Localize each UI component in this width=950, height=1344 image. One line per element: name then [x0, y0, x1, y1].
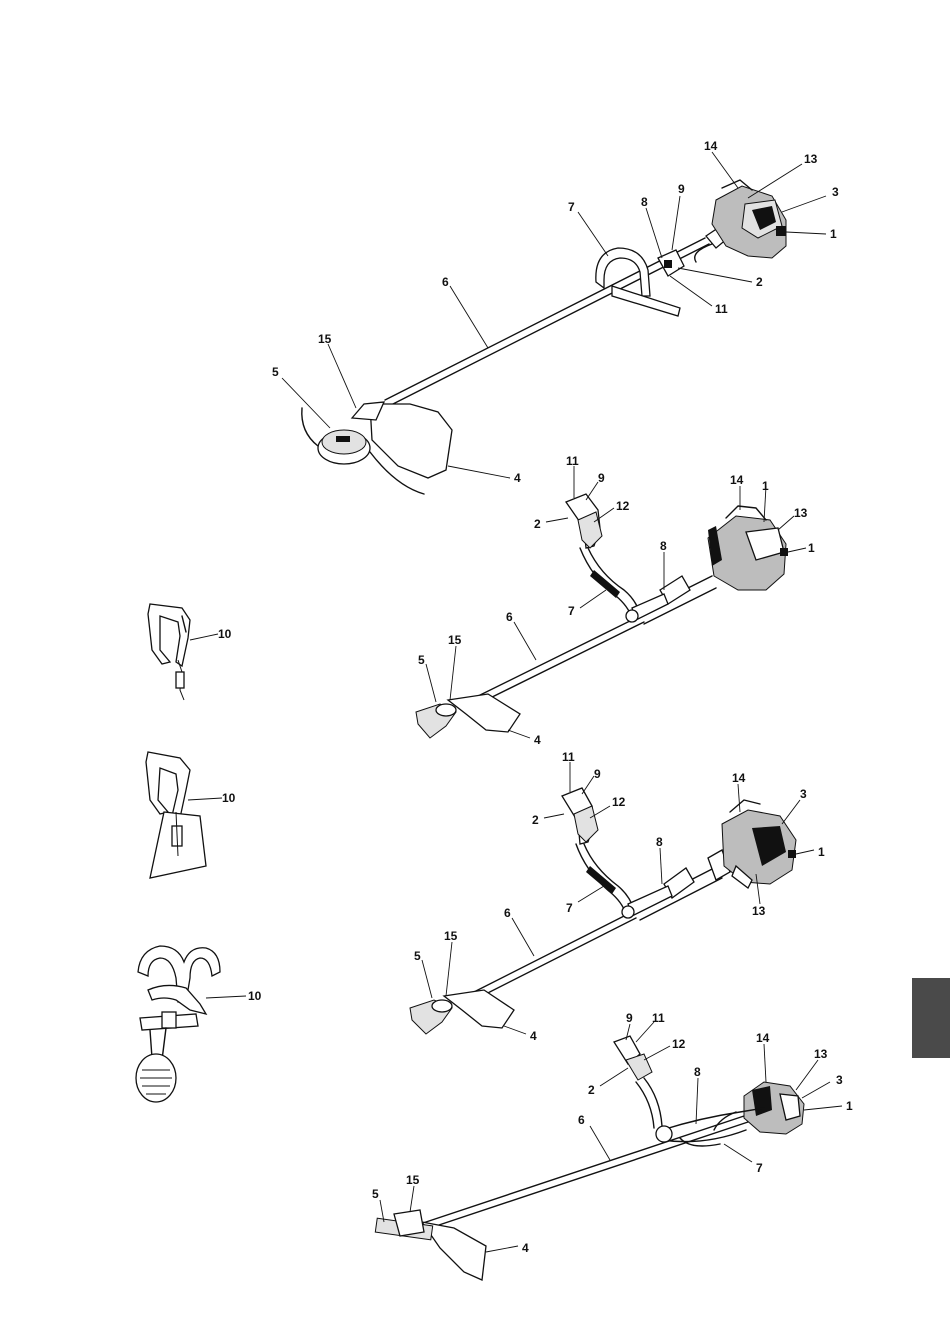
label-15: 15: [448, 633, 462, 647]
engine: [708, 800, 796, 888]
label-3: 3: [800, 787, 807, 801]
label-7: 7: [566, 901, 573, 915]
label-5: 5: [372, 1187, 379, 1201]
label-4: 4: [514, 471, 521, 485]
label-14: 14: [756, 1031, 770, 1045]
label-8: 8: [694, 1065, 701, 1079]
engine: [708, 506, 788, 590]
label-10: 10: [218, 627, 232, 641]
label-8: 8: [656, 835, 663, 849]
label-7: 7: [756, 1161, 763, 1175]
label-5: 5: [418, 653, 425, 667]
label-11: 11: [566, 454, 579, 468]
label-9: 9: [594, 767, 601, 781]
figure-trimmer-1: 14 13 3 1 7 8 9 2 11 6 15 5 4: [272, 139, 839, 494]
label-5: 5: [272, 365, 279, 379]
label-6: 6: [578, 1113, 585, 1127]
label-7: 7: [568, 604, 575, 618]
label-5: 5: [414, 949, 421, 963]
label-11: 11: [715, 302, 728, 316]
label-2: 2: [588, 1083, 595, 1097]
label-12: 12: [612, 795, 626, 809]
harness-double: 10: [136, 946, 262, 1102]
label-10: 10: [248, 989, 262, 1003]
label-2: 2: [756, 275, 763, 289]
figure-brushcutter-3: 11 9 2 12 14 3 1 13 8 7 6 15 5: [410, 750, 825, 1043]
label-1: 1: [830, 227, 837, 241]
label-6: 6: [442, 275, 449, 289]
label-12: 12: [616, 499, 630, 513]
blade-guard: [410, 990, 514, 1034]
throttle-grip: [658, 250, 684, 276]
label-2: 2: [534, 517, 541, 531]
label-4: 4: [522, 1241, 529, 1255]
label-1-top: 1: [762, 479, 769, 493]
label-13: 13: [752, 904, 766, 918]
label-2: 2: [532, 813, 539, 827]
label-13: 13: [814, 1047, 828, 1061]
label-11: 11: [652, 1011, 665, 1025]
label-9: 9: [678, 182, 685, 196]
harness-single: 10: [148, 604, 232, 700]
label-1: 1: [818, 845, 825, 859]
label-15: 15: [444, 929, 458, 943]
label-13: 13: [804, 152, 818, 166]
label-14: 14: [732, 771, 746, 785]
label-10: 10: [222, 791, 236, 805]
label-3: 3: [836, 1073, 843, 1087]
label-14: 14: [704, 139, 718, 153]
shaft: [420, 1116, 748, 1230]
label-14: 14: [730, 473, 744, 487]
label-8: 8: [641, 195, 648, 209]
label-13: 13: [794, 506, 808, 520]
blade-guard: [416, 694, 520, 738]
label-4: 4: [534, 733, 541, 747]
engine: [695, 180, 786, 262]
section-tab: [912, 978, 950, 1058]
trimmer-head: [302, 402, 452, 494]
figure-brushcutter-4: 9 11 12 2 8 14 13 3 1 7 6 15 5: [372, 1011, 853, 1280]
label-6: 6: [504, 906, 511, 920]
bar-handle: [626, 576, 690, 622]
label-4: 4: [530, 1029, 537, 1043]
label-8: 8: [660, 539, 667, 553]
label-11: 11: [562, 750, 575, 764]
label-15: 15: [406, 1173, 420, 1187]
label-9: 9: [598, 471, 605, 485]
engine: [714, 1082, 804, 1134]
handlebar: [614, 1036, 764, 1146]
label-1: 1: [846, 1099, 853, 1113]
label-7: 7: [568, 200, 575, 214]
label-15: 15: [318, 332, 332, 346]
label-1-right: 1: [808, 541, 815, 555]
label-3: 3: [832, 185, 839, 199]
label-6: 6: [506, 610, 513, 624]
harness-pad: 10: [146, 752, 236, 878]
figure-brushcutter-2: 11 9 2 12 14 1 13 1 8 7 6 15 5: [416, 454, 815, 747]
label-9: 9: [626, 1011, 633, 1025]
label-12: 12: [672, 1037, 686, 1051]
